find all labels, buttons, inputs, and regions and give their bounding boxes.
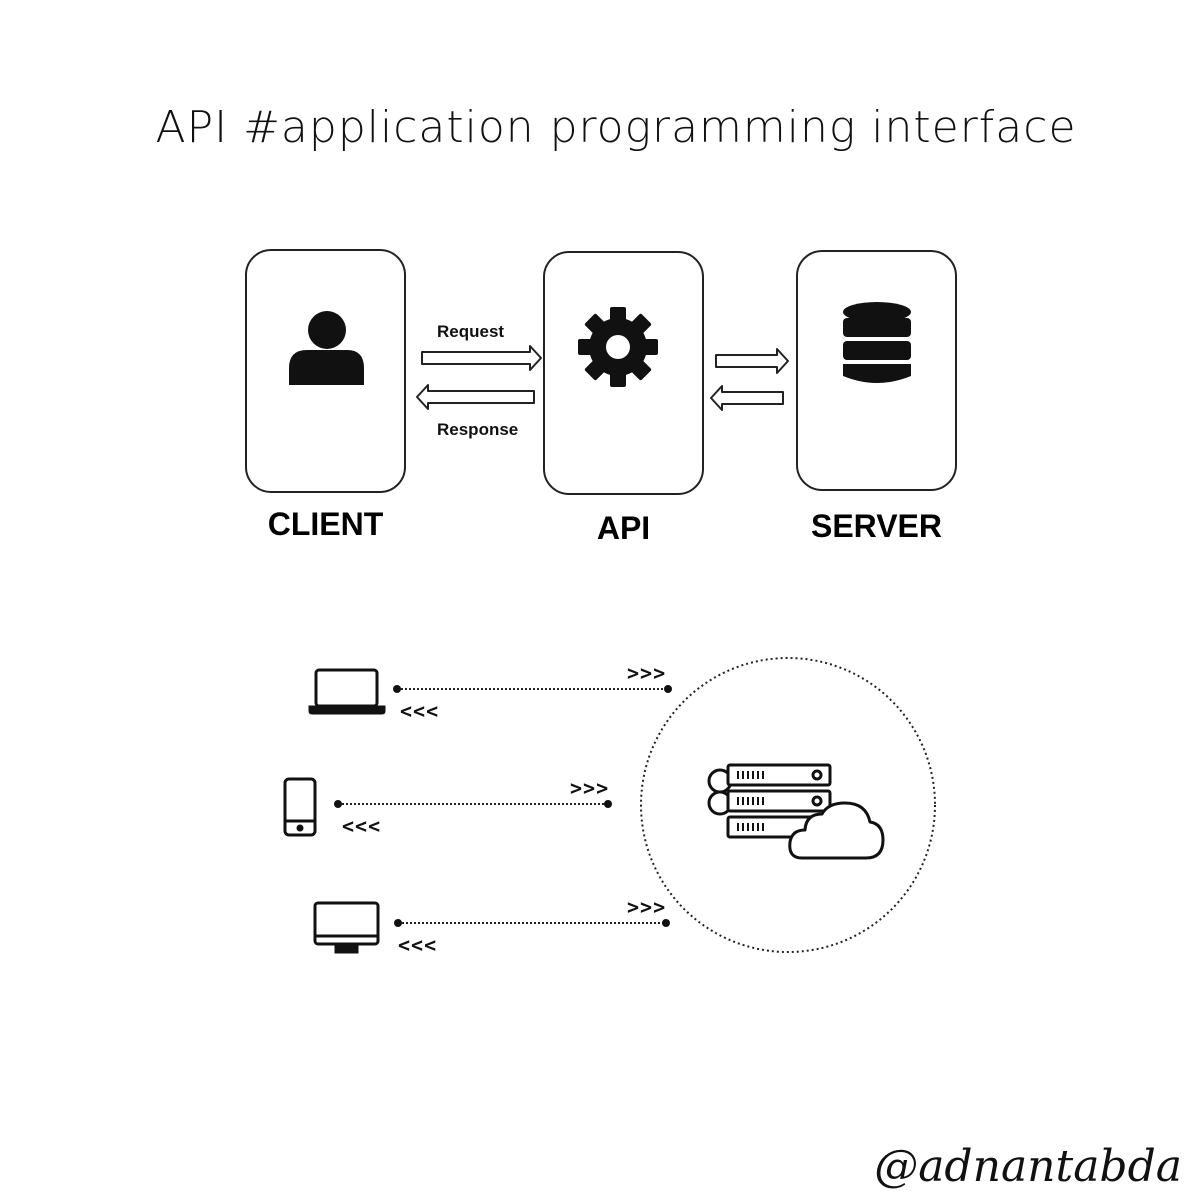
- server-to-api-arrow: [710, 385, 784, 411]
- desktop-connector: [394, 919, 670, 927]
- server-label: SERVER: [810, 508, 942, 544]
- smartphone-icon: [283, 777, 317, 837]
- person-icon: [289, 311, 364, 385]
- phone-forward-chevrons: >>>: [570, 776, 610, 800]
- laptop-connector: [393, 685, 672, 693]
- desktop-forward-chevrons: >>>: [627, 895, 667, 919]
- desktop-monitor-icon: [313, 901, 380, 954]
- phone-connector: [334, 800, 612, 808]
- api-label: API: [596, 510, 651, 546]
- page-title: API #application programming interface: [155, 102, 1077, 153]
- api-to-server-arrow: [715, 348, 789, 374]
- phone-back-chevrons: <<<: [342, 814, 382, 838]
- desktop-back-chevrons: <<<: [398, 933, 438, 957]
- client-label: CLIENT: [267, 506, 384, 542]
- laptop-forward-chevrons: >>>: [627, 661, 667, 685]
- cloud-hub-circle: [640, 657, 936, 953]
- gear-icon: [578, 307, 658, 387]
- request-label: Request: [437, 322, 505, 341]
- author-watermark: @adnantabda: [874, 1141, 1182, 1192]
- database-icon: [843, 302, 911, 383]
- cloud-icon: [788, 801, 885, 860]
- request-arrow: [421, 345, 542, 371]
- response-label: Response: [437, 420, 519, 439]
- laptop-icon: [308, 668, 386, 715]
- response-arrow: [416, 384, 535, 410]
- laptop-back-chevrons: <<<: [400, 699, 440, 723]
